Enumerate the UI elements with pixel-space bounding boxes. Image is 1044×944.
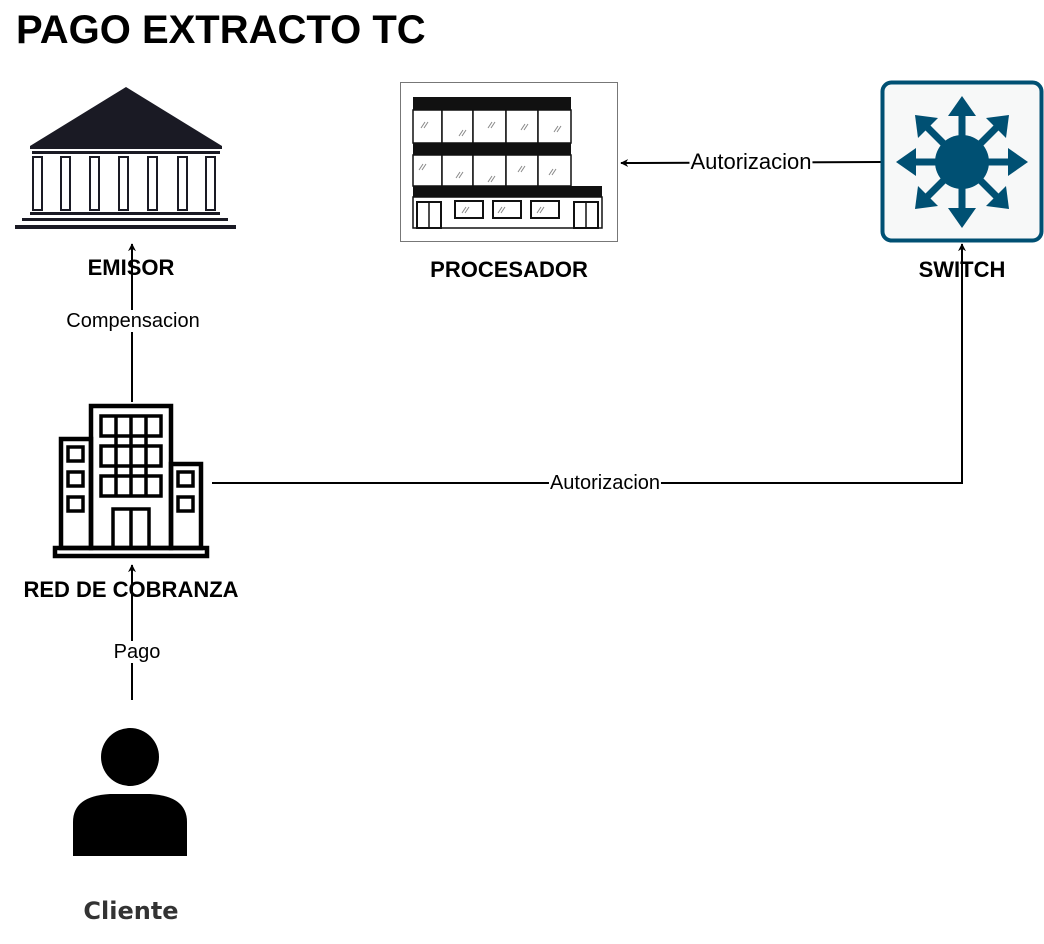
node-label-emisor: EMISOR: [87, 255, 175, 280]
page-title: PAGO EXTRACTO TC: [16, 8, 426, 52]
edge-autorizacion-switch: [212, 243, 966, 484]
node-label-cliente: Cliente: [83, 897, 179, 925]
network-switch-icon: [880, 80, 1044, 243]
node-label-switch: SWITCH: [918, 257, 1006, 282]
edge-label-autorizacion-procesador: Autorizacion: [689, 148, 813, 175]
edge-label-pago: Pago: [112, 641, 162, 663]
city-buildings-icon: [52, 403, 210, 559]
user-icon: [73, 728, 187, 856]
node-label-procesador: PROCESADOR: [430, 257, 588, 282]
office-building-icon: [400, 82, 618, 242]
edge-label-compensacion: Compensacion: [65, 310, 201, 332]
edge-label-autorizacion-switch: Autorizacion: [548, 472, 662, 494]
node-label-red-de-cobranza: RED DE COBRANZA: [23, 577, 239, 602]
bank-icon: [15, 87, 236, 229]
